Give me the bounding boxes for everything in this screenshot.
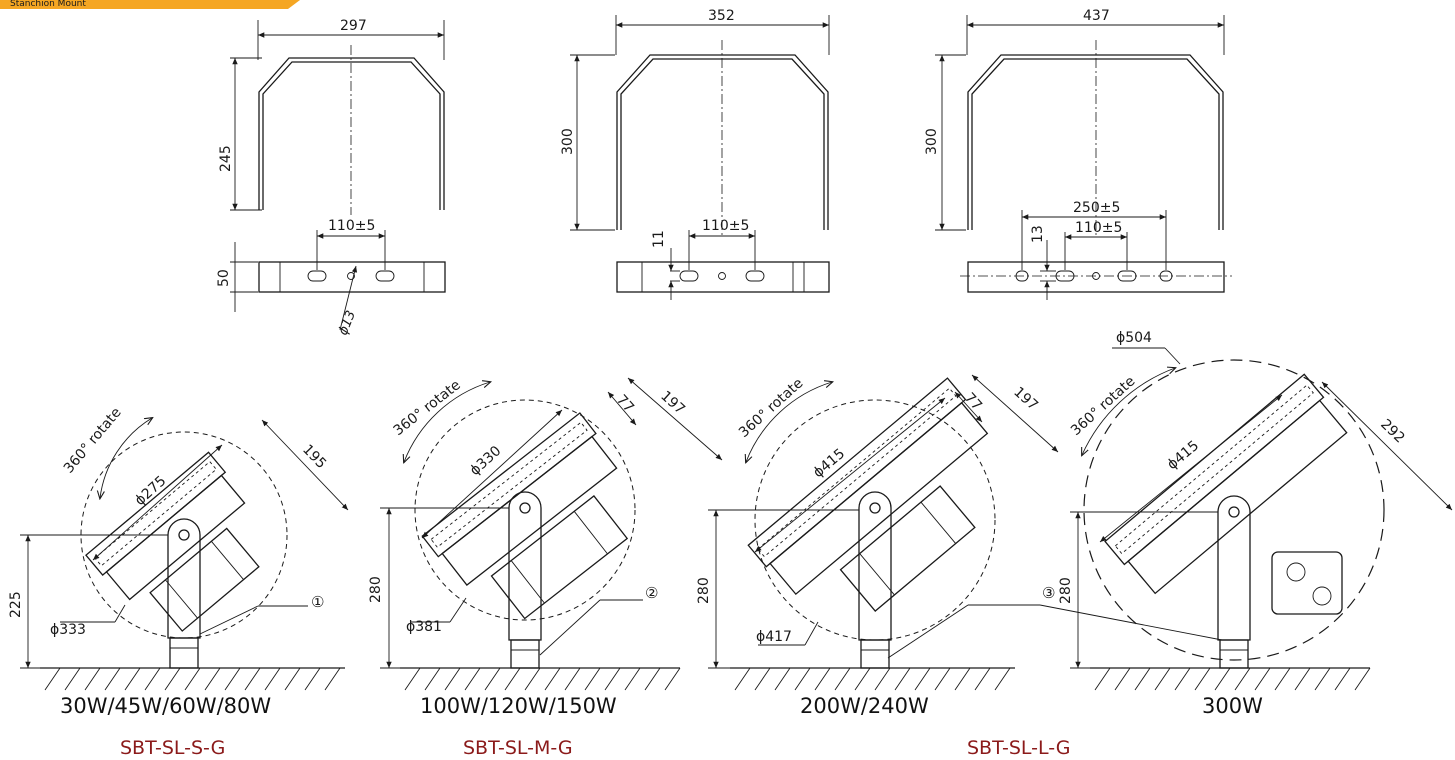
lamp-3-lamp-dia: ϕ415 <box>810 446 848 481</box>
bracket-3-hole-spacing-outer: 250±5 <box>1073 200 1120 216</box>
lamp-3-depth: 197 <box>1010 384 1041 414</box>
lamp-medium: 280 ϕ381 ϕ330 77 197 360° rotate ② 100W/… <box>368 377 723 759</box>
bracket-2-width: 352 <box>708 8 735 24</box>
bracket-3-hole-spacing-inner: 110±5 <box>1075 220 1122 236</box>
bracket-3-width: 437 <box>1083 8 1110 24</box>
bracket-1-hole-dia: ϕ13 <box>336 309 359 338</box>
bracket-2-hole-spacing: 110±5 <box>702 218 749 234</box>
lamp-1-rotate: 360° rotate <box>61 405 125 477</box>
lamp-1-power: 30W/45W/60W/80W <box>60 694 271 718</box>
banner: Stanchion Mount <box>0 0 300 9</box>
bracket-3-slot: 13 <box>1030 225 1046 243</box>
bracket-large: 437 300 250±5 110±5 13 <box>924 8 1232 300</box>
lamp-1-mount-height: 225 <box>8 591 24 618</box>
lamp-3-sweep-dia: ϕ417 <box>756 629 792 645</box>
lamp-3-box: 77 <box>961 390 985 414</box>
bracket-small: 297 245 110±5 50 ϕ13 <box>216 18 446 338</box>
lamp-4-lamp-dia: ϕ415 <box>1164 438 1202 473</box>
lamp-large: 280 ϕ417 ϕ415 77 197 360° rotate ③ 200W/… <box>696 374 1223 759</box>
lamp-2-sweep-dia: ϕ381 <box>406 619 442 635</box>
lamp-body <box>85 451 260 632</box>
lamp-3-callout: ③ <box>1042 584 1055 602</box>
banner-text: Stanchion Mount <box>10 0 86 9</box>
lamp-small: 225 ϕ333 ϕ275 195 360° rotate ① 30W/45W/… <box>8 405 349 759</box>
bracket-3-height: 300 <box>924 128 940 155</box>
bracket-1-height: 245 <box>218 145 234 172</box>
lamp-4-depth: 292 <box>1377 416 1407 446</box>
bracket-1-width: 297 <box>340 18 367 34</box>
lamp-1-sweep-dia: ϕ333 <box>50 622 86 638</box>
lamp-2-power: 100W/120W/150W <box>420 694 617 718</box>
lamp-3-power: 200W/240W <box>800 694 929 718</box>
bracket-1-base-height: 50 <box>216 269 232 287</box>
bracket-2-height: 300 <box>560 128 576 155</box>
lamp-4-rotate: 360° rotate <box>1068 373 1138 439</box>
lamp-2-lamp-dia: ϕ330 <box>467 443 504 479</box>
lamp-4-sweep-dia: ϕ504 <box>1116 330 1152 346</box>
lamp-4-power: 300W <box>1202 694 1263 718</box>
lamp-1-callout: ① <box>311 593 324 611</box>
lamp-3-model: SBT-SL-L-G <box>967 737 1071 759</box>
lamp-3-rotate: 360° rotate <box>736 375 806 441</box>
ground-hatch <box>44 667 341 691</box>
lamp-1-model: SBT-SL-S-G <box>120 737 225 759</box>
lamp-2-model: SBT-SL-M-G <box>463 737 573 759</box>
bracket-medium: 352 300 110±5 11 <box>560 8 830 300</box>
lamp-2-callout: ② <box>645 584 658 602</box>
lamp-xlarge: 280 ϕ415 292 ϕ504 360° rotate 300W <box>1058 330 1453 718</box>
lamp-3-mount-height: 280 <box>696 577 712 604</box>
junction-box <box>1271 551 1343 615</box>
bracket-2-slot: 11 <box>651 230 667 248</box>
lamp-1-lamp-dia: ϕ275 <box>132 473 169 509</box>
lamp-2-mount-height: 280 <box>368 576 384 603</box>
lamp-2-box: 77 <box>613 392 637 416</box>
bracket-1-hole-spacing: 110±5 <box>328 218 375 234</box>
lamp-2-rotate: 360° rotate <box>391 377 464 439</box>
banner-shape <box>0 0 300 9</box>
lamp-4-mount-height: 280 <box>1058 577 1074 604</box>
lamp-1-depth: 195 <box>299 442 329 472</box>
lamp-2-depth: 197 <box>657 388 688 418</box>
